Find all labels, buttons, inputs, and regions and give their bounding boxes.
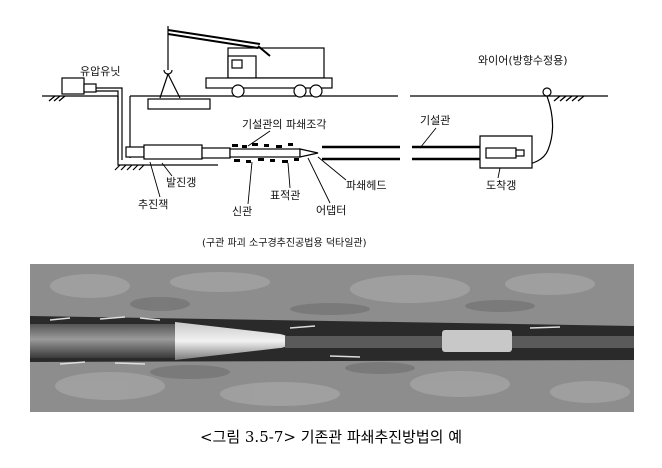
pipe-bursting-diagram: 유압유닛 와이어(방향수정용)	[42, 26, 608, 249]
wire-label: 와이어(방향수정용)	[478, 54, 568, 67]
ground-line	[42, 95, 608, 102]
diagram-note: (구관 파괴 소구경추진공법용 덕타일관)	[202, 236, 367, 249]
figure-caption: <그림 3.5-7> 기존관 파쇄추진방법의 예	[199, 428, 463, 446]
existing-pipe-fragments-label: 기설관의 파쇄조각	[242, 118, 326, 131]
pipe-fragments	[232, 143, 299, 163]
existing-pipe-label: 기설관	[420, 114, 450, 127]
soil-texture	[50, 272, 630, 406]
adapter-label: 어댑터	[316, 204, 346, 217]
adapter-block	[442, 330, 512, 352]
jack-assembly	[125, 144, 319, 160]
target-pipe-label: 표적관	[270, 189, 300, 202]
launch-pit-label: 발진갱	[166, 176, 196, 189]
hydraulic-unit-label: 유압유닛	[80, 65, 120, 78]
arrival-pit-label: 도착갱	[486, 179, 516, 192]
jack-label: 추진잭	[138, 198, 168, 211]
breaking-head	[175, 322, 290, 360]
new-pipe	[30, 324, 180, 358]
soil-shadows	[130, 297, 535, 379]
leader-lines	[149, 127, 501, 205]
hydraulic-unit	[61, 77, 123, 160]
new-pipe-label: 신관	[232, 205, 252, 218]
fragment-shards	[49, 316, 561, 365]
crane-truck	[147, 26, 333, 110]
arrival-pit	[479, 135, 533, 169]
existing-pipe	[322, 145, 482, 161]
breaking-head-label: 파쇄헤드	[346, 179, 386, 192]
pipe-bursting-photo	[30, 264, 634, 412]
